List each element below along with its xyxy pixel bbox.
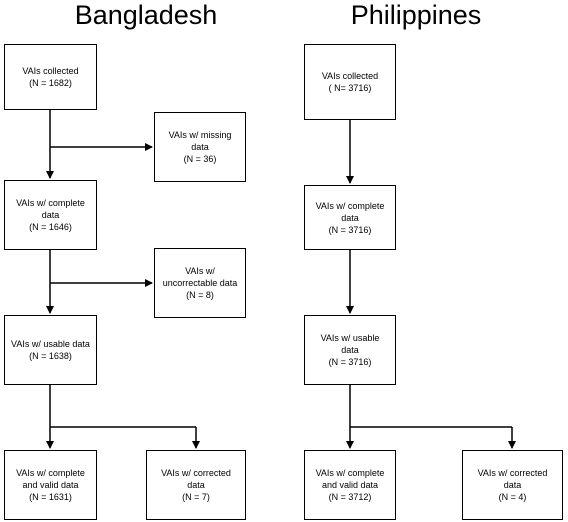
box-count: (N = 1646) xyxy=(29,222,72,232)
box-bd-uncorrectable: VAIs w/ uncorrectable data (N = 8) xyxy=(154,248,246,318)
box-count: ( N= 3716) xyxy=(328,83,372,93)
box-bd-collected: VAIs collected (N = 1682) xyxy=(4,44,97,110)
box-label: VAIs w/ missing data xyxy=(168,130,232,152)
column-title-bangladesh: Bangladesh xyxy=(74,0,218,30)
box-count: (N = 1638) xyxy=(29,351,72,361)
box-count: (N = 1631) xyxy=(29,492,72,502)
box-count: (N = 3716) xyxy=(328,224,372,235)
box-bd-complete: VAIs w/ complete data (N = 1646) xyxy=(4,180,97,250)
box-label: VAIs w/ corrected data xyxy=(477,468,548,490)
box-label: VAIs w/ complete and valid data xyxy=(16,468,85,490)
box-label: VAIs w/ complete data xyxy=(315,200,385,223)
box-ph-valid: VAIs w/ complete and valid data (N = 371… xyxy=(304,450,396,520)
box-ph-usable: VAIs w/ usable data (N = 3716) xyxy=(304,315,396,385)
box-label: VAIs w/ usable data xyxy=(11,339,90,349)
box-label: VAIs collected xyxy=(321,71,379,81)
box-label: VAIs collected xyxy=(22,66,79,76)
box-count: (N = 3716) xyxy=(328,357,372,367)
box-label: VAIs w/ complete and valid data xyxy=(315,468,385,490)
box-count: (N = 1682) xyxy=(29,78,72,88)
box-ph-complete: VAIs w/ complete data (N = 3716) xyxy=(304,185,396,250)
box-bd-valid: VAIs w/ complete and valid data (N = 163… xyxy=(4,450,97,520)
box-label: VAIs w/ usable data xyxy=(320,333,380,355)
box-label: VAIs w/ complete data xyxy=(16,198,85,220)
box-count: (N = 8) xyxy=(186,290,214,300)
box-bd-corrected: VAIs w/ corrected data (N = 7) xyxy=(146,450,246,520)
box-ph-corrected: VAIs w/ corrected data (N = 4) xyxy=(462,450,563,520)
column-title-philippines: Philippines xyxy=(350,0,482,30)
box-count: (N = 7) xyxy=(182,492,210,502)
box-bd-missing: VAIs w/ missing data (N = 36) xyxy=(154,112,246,182)
box-count: (N = 4) xyxy=(498,492,527,502)
box-label: VAIs w/ corrected data xyxy=(161,468,231,490)
box-label: VAIs w/ uncorrectable data xyxy=(162,266,238,288)
box-count: (N = 36) xyxy=(183,154,217,164)
box-bd-usable: VAIs w/ usable data (N = 1638) xyxy=(4,315,97,385)
box-count: (N = 3712) xyxy=(328,492,372,502)
box-ph-collected: VAIs collected ( N= 3716) xyxy=(304,44,396,120)
